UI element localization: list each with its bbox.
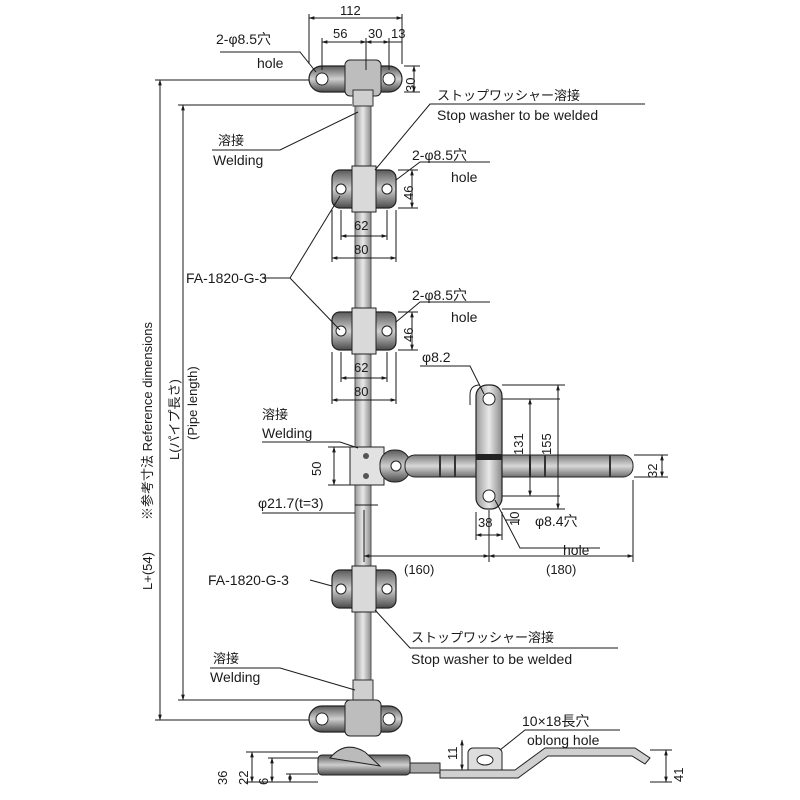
pipe-diameter: φ21.7(t=3)	[258, 495, 324, 511]
handle-total-height: 155	[539, 433, 554, 455]
stop-washer-top-jp: ストップワッシャー溶接	[437, 88, 581, 103]
guide-bracket-3	[331, 565, 397, 613]
handle-hole-offset: 10	[507, 511, 522, 526]
top-hole-en: hole	[257, 55, 284, 71]
bracket1-hole-jp: 2-φ8.5穴	[412, 147, 467, 163]
bracket2-hole-en: hole	[451, 309, 478, 325]
reference-dimensions-label: ※参考寸法 Reference dimensions	[140, 322, 155, 520]
welding-mid-jp: 溶接	[262, 407, 289, 422]
handle-assembly	[349, 384, 634, 510]
handle-offset-180: (180)	[546, 562, 577, 577]
bracket2-hole-spacing: 62	[354, 360, 369, 375]
dim-overall-width: 112	[340, 3, 361, 18]
part-number-lower: FA-1820-G-3	[208, 572, 289, 588]
side-height-36: 36	[215, 770, 230, 785]
handle-plate-width: 38	[478, 515, 493, 530]
overall-length-label: L+(54)	[140, 552, 155, 590]
welding-bottom-jp: 溶接	[213, 651, 240, 666]
handle-offset-160: (160)	[404, 562, 435, 577]
handle-bar-height: 32	[645, 463, 660, 478]
welding-bottom-en: Welding	[210, 669, 261, 685]
welding-mid-en: Welding	[262, 425, 313, 441]
handle-hole-pitch: 131	[511, 433, 526, 455]
side-height-41: 41	[671, 767, 686, 782]
dim-offset-13: 13	[391, 26, 406, 41]
side-view-latch	[317, 746, 651, 779]
bracket1-height: 46	[401, 185, 416, 200]
guide-bracket-2	[331, 307, 397, 355]
stop-washer-top-en: Stop washer to be welded	[437, 107, 599, 123]
stop-washer-bottom-jp: ストップワッシャー溶接	[411, 630, 555, 645]
top-hinge-bracket	[308, 59, 403, 107]
top-hole-jp: 2-φ8.5穴	[216, 31, 271, 47]
dim-top-height: 30	[403, 77, 418, 92]
pipe-length-jp: L(パイプ長さ)	[167, 379, 182, 460]
bracket2-height: 46	[401, 327, 416, 342]
pipe-length-en: (Pipe length)	[185, 366, 200, 440]
dimension-lines	[155, 14, 672, 783]
dim-hole-pitch: 56	[333, 26, 348, 41]
handle-block-height: 50	[309, 461, 324, 476]
bracket1-hole-spacing: 62	[354, 218, 369, 233]
bottom-hinge-bracket	[308, 679, 403, 737]
bracket2-hole-jp: 2-φ8.5穴	[412, 287, 467, 303]
welding-top-jp: 溶接	[218, 133, 245, 148]
stop-washer-bottom-en: Stop washer to be welded	[411, 651, 573, 667]
handle-hole-jp: φ8.4穴	[535, 513, 578, 529]
handle-pin-diameter: φ8.2	[422, 349, 451, 365]
handle-hole-en: hole	[563, 542, 590, 558]
oblong-hole-jp: 10×18長穴	[522, 713, 590, 729]
bracket1-width: 80	[354, 242, 369, 257]
bracket1-hole-en: hole	[451, 169, 478, 185]
side-height-11: 11	[445, 746, 460, 761]
dim-offset-30: 30	[368, 26, 383, 41]
part-number-upper: FA-1820-G-3	[186, 270, 267, 286]
side-height-22: 22	[236, 770, 251, 785]
bracket2-width: 80	[354, 384, 369, 399]
oblong-hole-en: oblong hole	[527, 732, 600, 748]
welding-top-en: Welding	[213, 152, 264, 168]
side-height-6: 6	[256, 777, 271, 785]
guide-bracket-1	[331, 165, 397, 213]
